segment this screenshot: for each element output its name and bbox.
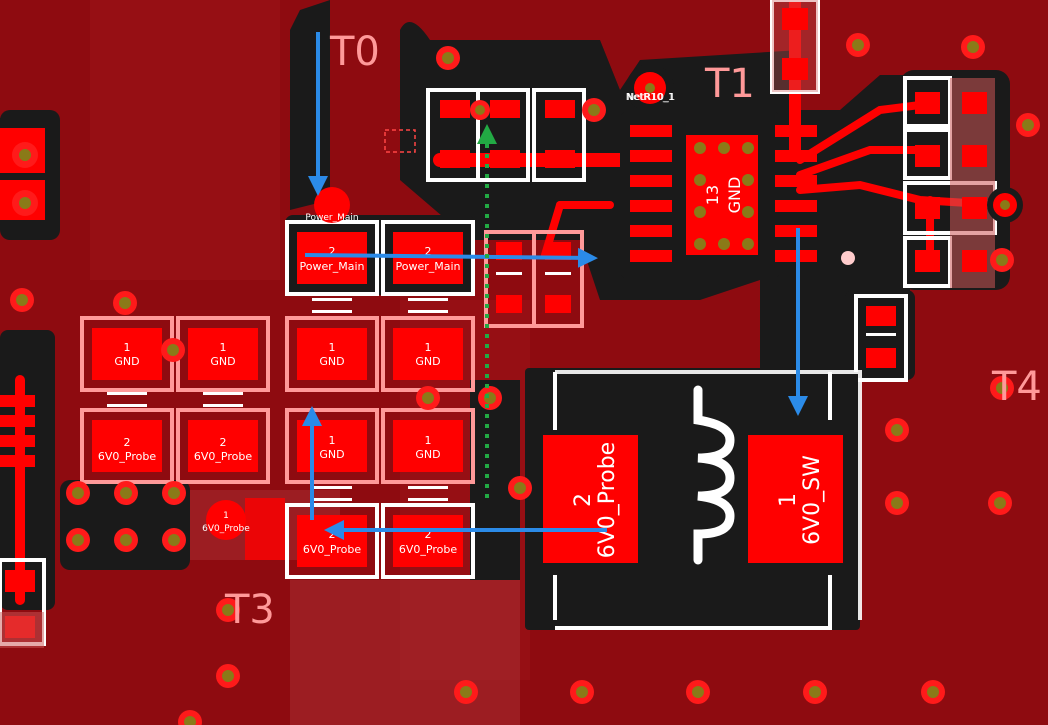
designator-t4: T4 (991, 364, 1042, 410)
ic-t1[interactable]: 13 GND (620, 110, 817, 280)
pad-number: 2 (124, 436, 131, 449)
stitching-vias (10, 33, 1040, 725)
connector-top-vertical[interactable] (770, 0, 820, 94)
inductor-left-number: 2 (571, 493, 596, 507)
ic-pins-right (775, 125, 817, 262)
designator-t0: T0 (329, 29, 380, 75)
pad-net: 6V0_Probe (303, 543, 361, 556)
component-right-middle[interactable] (854, 294, 908, 382)
copper-pour-region (90, 0, 280, 280)
probe-via-net: 6V0_Probe (202, 524, 250, 534)
designators: T0 T1 T3 T4 (224, 29, 1042, 633)
pad-number: 1 (329, 434, 336, 447)
ic-pins-left (630, 125, 672, 262)
pad-net: GND (114, 355, 139, 368)
designator-t3: T3 (224, 587, 275, 633)
pad-number: 1 (425, 434, 432, 447)
probe-via[interactable]: 1 6V0_Probe (202, 498, 285, 560)
pad-net: GND (210, 355, 235, 368)
pad-net: GND (319, 355, 344, 368)
ic-pad-net: GND (725, 177, 744, 214)
pad-number: 1 (425, 341, 432, 354)
pad-number: 2 (329, 245, 336, 258)
pad-number: 2 (425, 245, 432, 258)
ic-pad-number: 13 (703, 185, 722, 205)
pad-number: 1 (220, 341, 227, 354)
pad-net: GND (319, 448, 344, 461)
connector-left-bottom[interactable] (0, 395, 46, 648)
inductor-right-net: 6V0_SW (800, 455, 825, 545)
inductor[interactable]: 2 6V0_Probe 1 6V0_SW (530, 370, 862, 630)
connector-right-t1[interactable] (903, 76, 1023, 288)
netr10-label-overlay: NetR10_1 (627, 92, 676, 103)
netr10-label: NetR10_1 (626, 92, 675, 103)
ic-thermal-vias (694, 142, 754, 250)
pad-net: GND (415, 448, 440, 461)
arrow-to-ic (304, 247, 598, 268)
netr10-via[interactable]: NetR10_1 (626, 64, 675, 112)
pad-labels: 2 Power_Main 2 Power_Main 1 GND 1 GND 1 … (98, 245, 461, 556)
pad-number: 1 (329, 341, 336, 354)
inductor-left-net: 6V0_Probe (595, 442, 620, 558)
pad-net: 6V0_Probe (194, 450, 252, 463)
pad-net: Power_Main (299, 260, 364, 273)
pad-net: 6V0_Probe (399, 543, 457, 556)
pad-net: 6V0_Probe (98, 450, 156, 463)
resistor-center[interactable] (484, 230, 584, 328)
inductor-coil-icon (693, 385, 735, 565)
current-flow-arrows (302, 32, 808, 540)
connector-left-top[interactable] (0, 118, 52, 228)
designator-t1: T1 (704, 61, 755, 107)
capacitor-array[interactable] (80, 220, 475, 579)
pad-number: 1 (124, 341, 131, 354)
silk-overlay (290, 580, 520, 725)
pad-net: Power_Main (395, 260, 460, 273)
power-main-via-label: Power_Main (305, 213, 358, 223)
pad-number: 2 (425, 528, 432, 541)
connector-top-t0[interactable] (384, 88, 586, 182)
pad-number: 2 (220, 436, 227, 449)
probe-via-number: 1 (223, 511, 229, 521)
pad-net: GND (415, 355, 440, 368)
power-main-via[interactable]: Power_Main (305, 187, 359, 223)
inductor-right-number: 1 (776, 493, 801, 507)
ic-thermal-pad[interactable] (686, 135, 758, 255)
